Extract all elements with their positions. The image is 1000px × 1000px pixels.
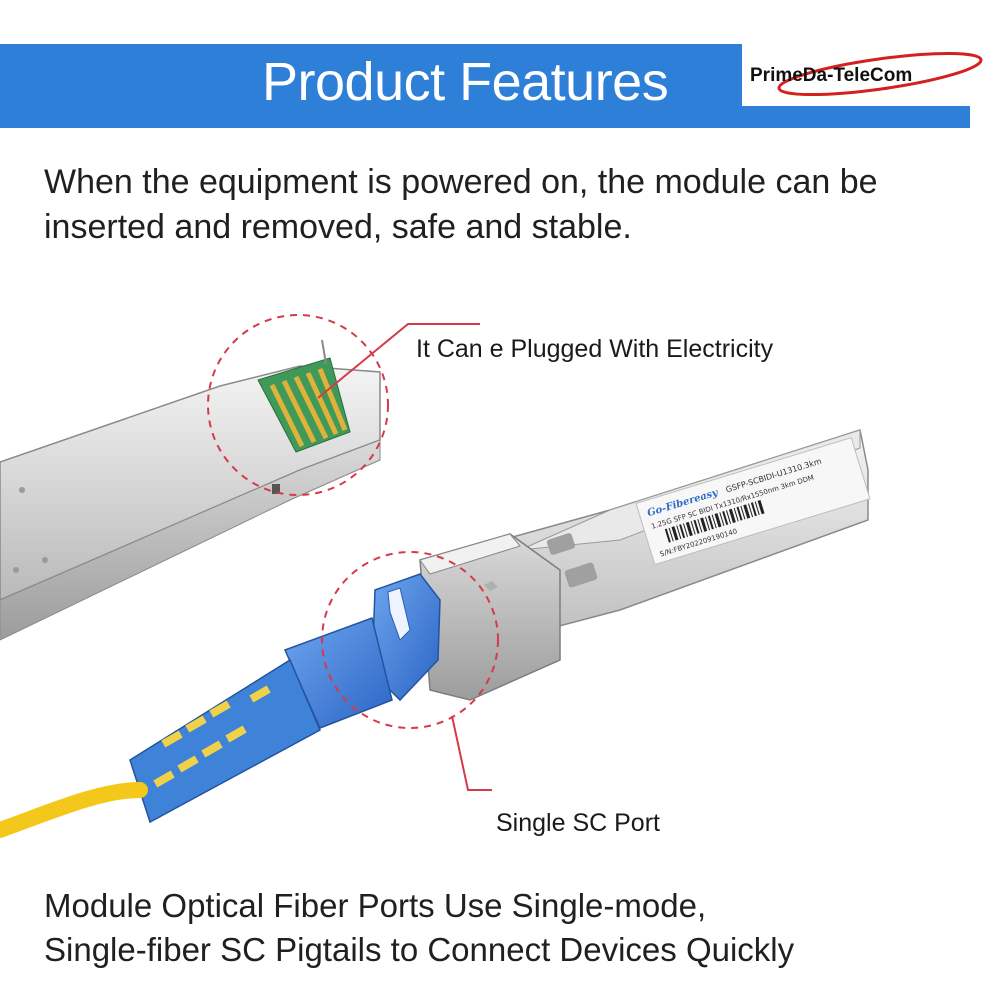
port-callout-circle <box>321 551 499 729</box>
label-barcode <box>664 499 765 543</box>
footer-line-1: Module Optical Fiber Ports Use Single-mo… <box>44 887 707 924</box>
intro-paragraph: When the equipment is powered on, the mo… <box>44 160 964 250</box>
top-leader-line <box>317 323 480 399</box>
connector-boot <box>129 658 321 824</box>
brand-logo: PrimeDa-TeleCom <box>750 51 983 97</box>
footer-paragraph: Module Optical Fiber Ports Use Single-mo… <box>44 884 974 972</box>
bottom-leader-line <box>451 715 492 791</box>
sc-port-callout-label: Single SC Port <box>496 809 660 837</box>
brand-logo-text: PrimeDa-TeleCom <box>750 65 912 86</box>
intro-line-2: inserted and removed, safe and stable. <box>44 208 632 246</box>
sc-connector <box>283 573 441 729</box>
sfp-module-illustration: Go-Fibereasy GSFP-SCBIDI-U1310.3km 1.25G… <box>0 314 871 838</box>
fiber-cable <box>0 782 148 838</box>
page-title: Product Features <box>262 52 669 112</box>
electricity-callout-label: It Can e Plugged With Electricity <box>416 335 774 363</box>
gold-contact-board <box>257 339 351 453</box>
sc-port-cage <box>419 533 561 701</box>
intro-line-1: When the equipment is powered on, the mo… <box>44 163 878 201</box>
footer-line-2: Single-fiber SC Pigtails to Connect Devi… <box>44 931 795 968</box>
contact-callout-circle <box>207 314 389 496</box>
